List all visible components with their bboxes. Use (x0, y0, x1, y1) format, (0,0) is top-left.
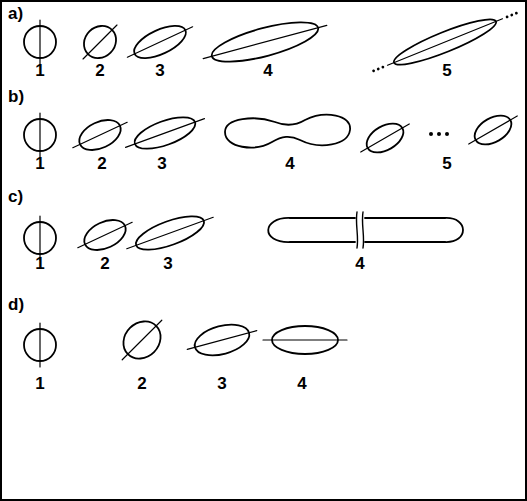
drop (24, 20, 56, 64)
stage-number: 3 (157, 155, 166, 172)
axis-line (469, 116, 517, 144)
axis-line (39, 323, 40, 367)
break-mark (362, 212, 363, 248)
drop (24, 113, 56, 157)
drop-outline (116, 314, 168, 366)
dot (372, 69, 376, 73)
break-mark (356, 212, 357, 248)
stage-number: 2 (97, 155, 106, 172)
stage-number: 2 (100, 255, 109, 272)
drop (24, 216, 56, 260)
axis-line (39, 216, 40, 260)
ligament-right (365, 218, 463, 242)
stage-number: 5 (442, 155, 451, 172)
drop (463, 106, 523, 155)
drop (121, 107, 208, 158)
continuation-dots (429, 132, 449, 136)
axis-line (126, 119, 205, 148)
stage-number: 4 (263, 62, 272, 79)
drop (263, 326, 347, 354)
row-letter: c) (8, 188, 23, 205)
ligament-left (268, 218, 355, 242)
axis-line (263, 339, 347, 340)
drop (67, 111, 132, 160)
dot (376, 67, 380, 71)
drop (110, 308, 174, 372)
drop (184, 317, 261, 363)
stage-number: 1 (35, 255, 44, 272)
stage-number: 3 (155, 62, 164, 79)
stage-number: 1 (35, 62, 44, 79)
drop (122, 16, 197, 68)
dot (505, 15, 509, 19)
drop-outline (470, 110, 517, 151)
stage-number: 4 (285, 155, 294, 172)
row-letter: b) (8, 88, 24, 105)
axis-line (203, 25, 327, 58)
axis-line (78, 222, 132, 247)
stage-number: 3 (217, 375, 226, 392)
axis-line (83, 25, 117, 59)
dot (510, 13, 514, 17)
row-letter: d) (8, 296, 24, 313)
stage-number: 2 (95, 62, 104, 79)
drop (24, 323, 56, 367)
drop (355, 114, 415, 163)
row-letter: a) (8, 5, 23, 22)
axis-line (73, 122, 127, 147)
axis-line (187, 331, 257, 350)
dot (381, 65, 385, 69)
dot (445, 132, 449, 136)
axis-line (39, 20, 40, 64)
drop-outline (77, 19, 122, 64)
axis-line (122, 320, 162, 360)
drop (72, 211, 137, 260)
stage-number: 1 (35, 155, 44, 172)
axis-line (39, 113, 40, 157)
stage-number: 4 (297, 375, 306, 392)
stage-number: 1 (35, 375, 44, 392)
stage-number: 5 (442, 62, 451, 79)
dumbbell-drop (225, 115, 350, 148)
stage-number: 2 (137, 375, 146, 392)
drop (123, 206, 218, 260)
dot (515, 11, 519, 15)
stage-number: 4 (355, 255, 364, 272)
dot (429, 132, 433, 136)
stage-number: 3 (163, 255, 172, 272)
dot (437, 132, 441, 136)
axis-line (127, 217, 213, 248)
drop (369, 3, 522, 80)
axis-line (127, 27, 192, 57)
axis-line (388, 19, 503, 65)
axis-line (361, 124, 409, 152)
drop-outline (362, 118, 409, 159)
